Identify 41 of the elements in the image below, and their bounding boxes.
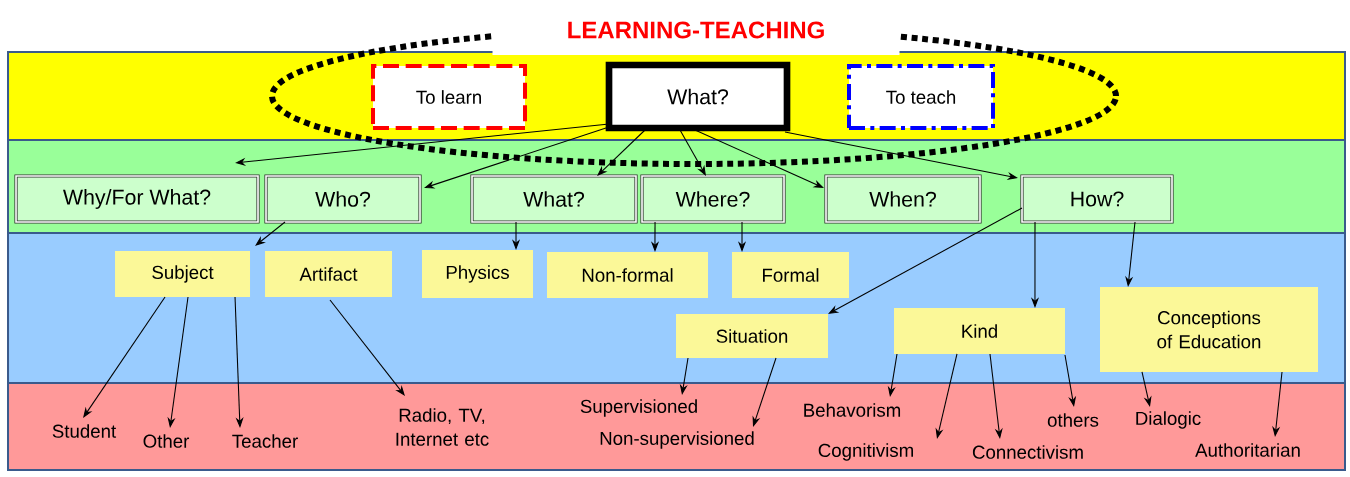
arrow — [597, 129, 646, 176]
term-label: Connectivism — [972, 445, 1083, 459]
arrow — [694, 129, 824, 188]
title: LEARNING-TEACHING — [492, 5, 900, 55]
term-label: Behavorism — [804, 403, 901, 417]
arrow — [1064, 354, 1077, 407]
label-box: Physics — [422, 250, 533, 298]
label-box: Kind — [894, 308, 1065, 354]
label-box: Subject — [115, 251, 250, 297]
arrow — [1141, 371, 1152, 407]
term-label: Radio, TV, Internet etc — [396, 408, 489, 446]
arrow — [679, 129, 706, 176]
term-label: Teacher — [232, 434, 298, 448]
term-label: Dialogic — [1136, 411, 1201, 429]
double-border-box: Why/For What? — [14, 174, 260, 224]
term-label: Student — [52, 424, 117, 438]
term-label: Supervisioned — [580, 399, 697, 417]
arrow — [83, 296, 166, 418]
term-label: Authoritarian — [1195, 443, 1300, 457]
arrow — [935, 353, 958, 439]
term-label: Cognitivism — [818, 443, 913, 461]
double-border-box: What? — [470, 174, 638, 224]
double-border-box: Who? — [264, 174, 422, 224]
term-label: Other — [143, 434, 190, 448]
term-label: others — [1047, 413, 1099, 427]
double-border-box: Where? — [640, 174, 786, 224]
double-border-box: When? — [824, 174, 982, 224]
term-label: Non-supervisioned — [600, 431, 754, 449]
arrow — [752, 357, 777, 427]
arrow — [828, 207, 1023, 314]
bold-box: What? — [605, 61, 791, 132]
label-box: Non-formal — [547, 252, 708, 298]
label-box: Situation — [676, 314, 828, 358]
label-box: Formal — [732, 252, 849, 298]
arrow — [255, 221, 286, 246]
label-box: Artifact — [265, 251, 392, 297]
label-box: Conceptions of Education — [1100, 287, 1318, 372]
double-border-box: How? — [1020, 174, 1174, 224]
dashed-box: To learn — [371, 64, 527, 130]
arrow — [329, 299, 405, 396]
arrow — [784, 131, 1018, 180]
